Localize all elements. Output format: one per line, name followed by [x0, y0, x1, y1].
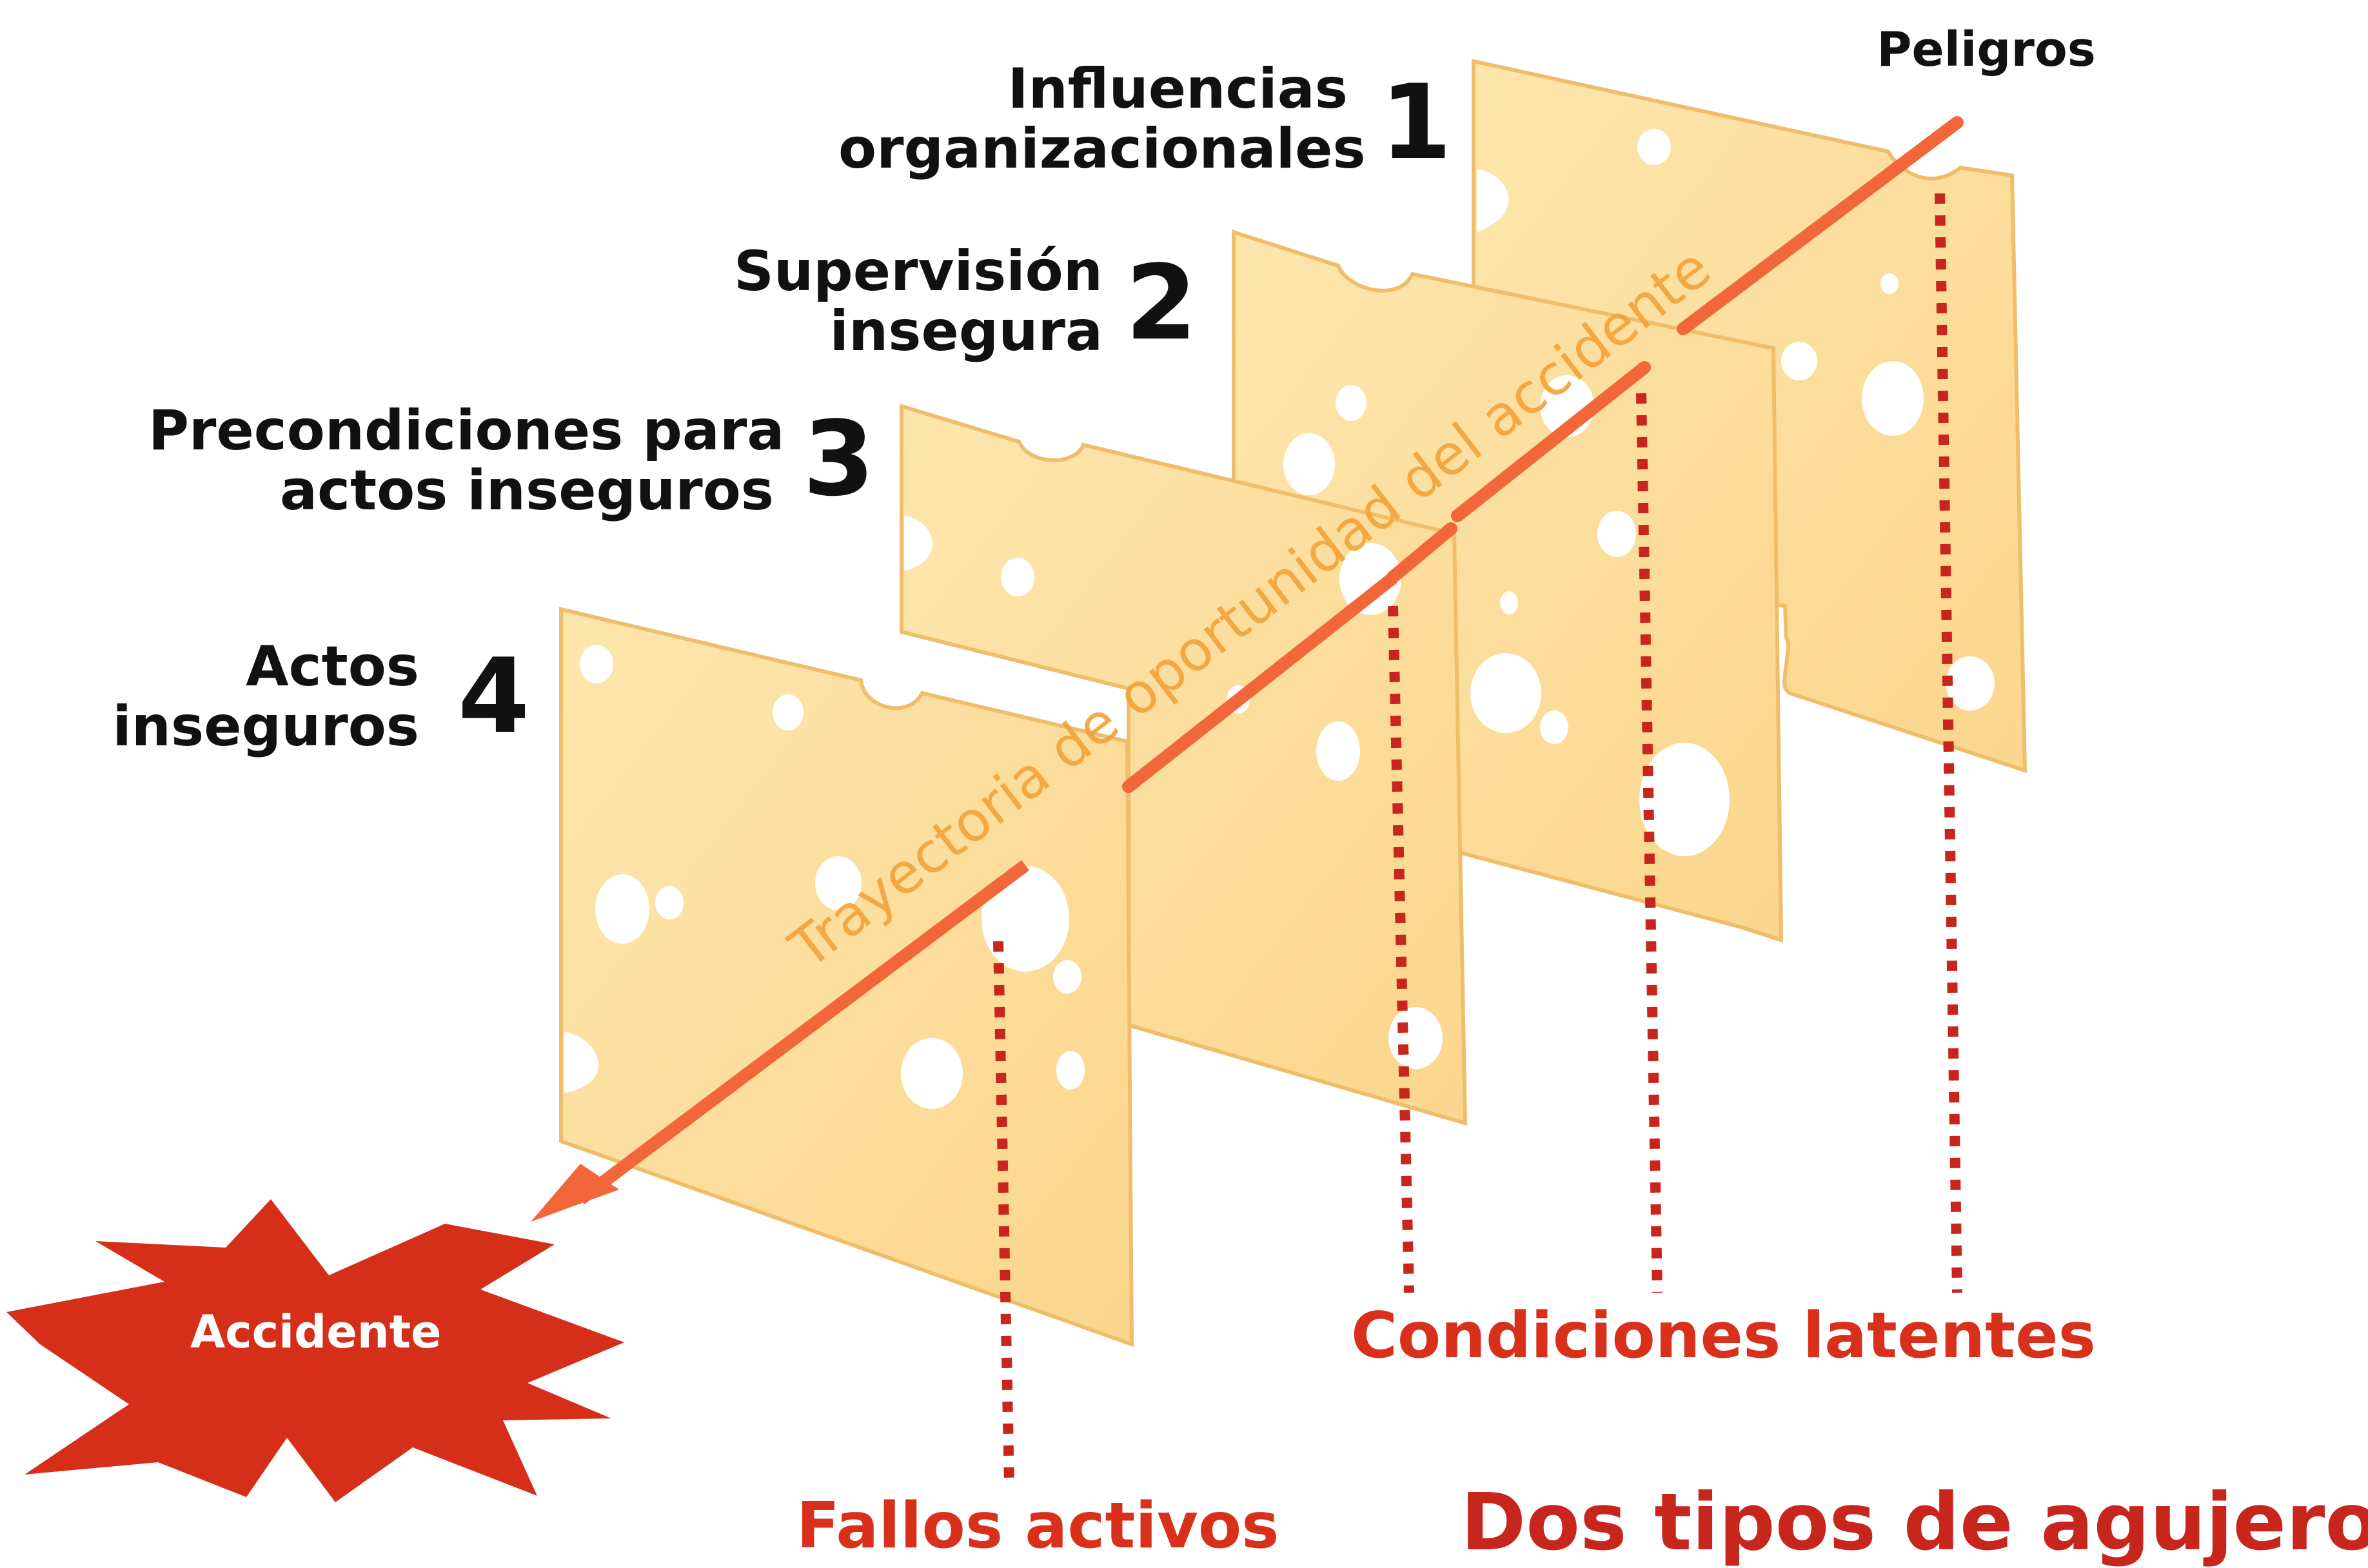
layer-2-number: 2 — [1125, 242, 1198, 363]
accident-trajectory — [531, 116, 1964, 1222]
layer-3-label: Precondiciones para actos inseguros — [148, 398, 785, 523]
dotted-pointer-slice-2 — [1636, 393, 1663, 1293]
latent-conditions-label: Condiciones latentes — [1351, 1299, 2096, 1373]
layer-2-line2: insegura — [829, 299, 1103, 364]
layer-4-label: Actos inseguros — [97, 637, 419, 757]
cheese-slice-4 — [559, 607, 1134, 1348]
layer-4-line2: inseguros — [112, 694, 419, 759]
footer-title: Dos tipos de agujeros — [1461, 1476, 2368, 1568]
layer-1-label: Influencias organizacionales — [838, 57, 1366, 181]
burst-star — [6, 1199, 624, 1502]
dotted-pointer-slice-3 — [1388, 605, 1414, 1293]
layer-2-label: Supervisión insegura — [593, 242, 1103, 362]
accident-burst — [6, 1199, 624, 1502]
active-failures-pointer — [993, 941, 1014, 1487]
layer-4-line1: Actos — [246, 634, 419, 699]
layer-1-line2: organizacionales — [838, 116, 1366, 181]
active-failures-label: Fallos activos — [796, 1489, 1279, 1563]
layer-4-number: 4 — [458, 636, 530, 756]
layer-3-line1: Precondiciones para — [148, 398, 785, 463]
dotted-pointer-slice-1 — [1935, 193, 1962, 1293]
layer-3-line2: actos inseguros — [279, 458, 774, 523]
latent-conditions-pointers — [1388, 193, 1962, 1293]
layer-2-line1: Supervisión — [734, 239, 1103, 304]
layer-1-line1: Influencias — [1007, 57, 1348, 121]
layer-3-number: 3 — [803, 398, 875, 519]
hazard-label: Peligros — [1877, 22, 2096, 77]
cheese-slice-3 — [900, 403, 1468, 1126]
layer-1-number: 1 — [1380, 62, 1452, 182]
trajectory-arrowhead — [531, 1164, 619, 1222]
accident-label: Accidente — [190, 1306, 442, 1358]
